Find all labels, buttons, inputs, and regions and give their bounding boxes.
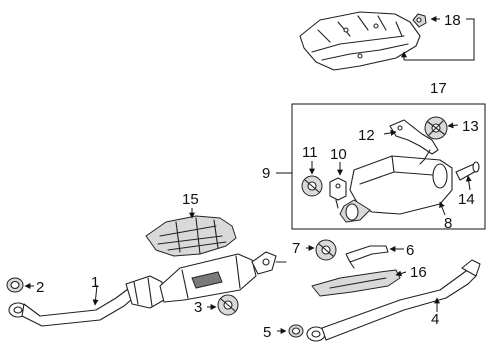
- callout-3: 3: [194, 299, 202, 316]
- part-5-gasket: [288, 324, 304, 338]
- part-18-clip: [412, 13, 427, 28]
- part-12-bracket: [389, 119, 439, 165]
- part-1-front-pipe: [8, 251, 287, 327]
- part-3-hanger: [217, 294, 239, 316]
- callout-15: 15: [182, 191, 199, 208]
- part-8-muffler: [339, 155, 453, 223]
- callout-9: 9: [262, 165, 270, 182]
- callout-11: 11: [302, 144, 318, 161]
- callout-16: 16: [410, 264, 427, 281]
- part-16-heat-shield: [311, 269, 401, 297]
- callout-13: 13: [462, 118, 479, 135]
- part-4-center-pipe: [306, 259, 481, 342]
- part-13-hanger: [424, 116, 448, 140]
- part-6-bracket: [345, 245, 389, 269]
- callout-1: 1: [91, 274, 99, 291]
- part-2-gasket: [6, 277, 24, 293]
- callout-14: 14: [458, 191, 475, 208]
- callout-2: 2: [36, 279, 44, 296]
- callout-5: 5: [263, 324, 271, 341]
- part-14-tail-pipe: [455, 161, 480, 181]
- part-15-heat-shield: [145, 215, 237, 257]
- part-7-hanger: [315, 239, 337, 261]
- callout-18: 18: [444, 12, 461, 29]
- callout-7: 7: [292, 240, 300, 257]
- muffler-detail-box: [291, 103, 486, 230]
- part-17-heat-shield: [299, 11, 421, 71]
- callout-6: 6: [406, 242, 414, 259]
- part-10-bolt: [329, 177, 347, 209]
- part-11-hanger: [301, 175, 323, 197]
- callout-4: 4: [431, 311, 439, 328]
- callout-12: 12: [358, 127, 375, 144]
- callout-10: 10: [330, 146, 347, 163]
- callout-8: 8: [444, 215, 452, 232]
- callout-17: 17: [430, 80, 447, 97]
